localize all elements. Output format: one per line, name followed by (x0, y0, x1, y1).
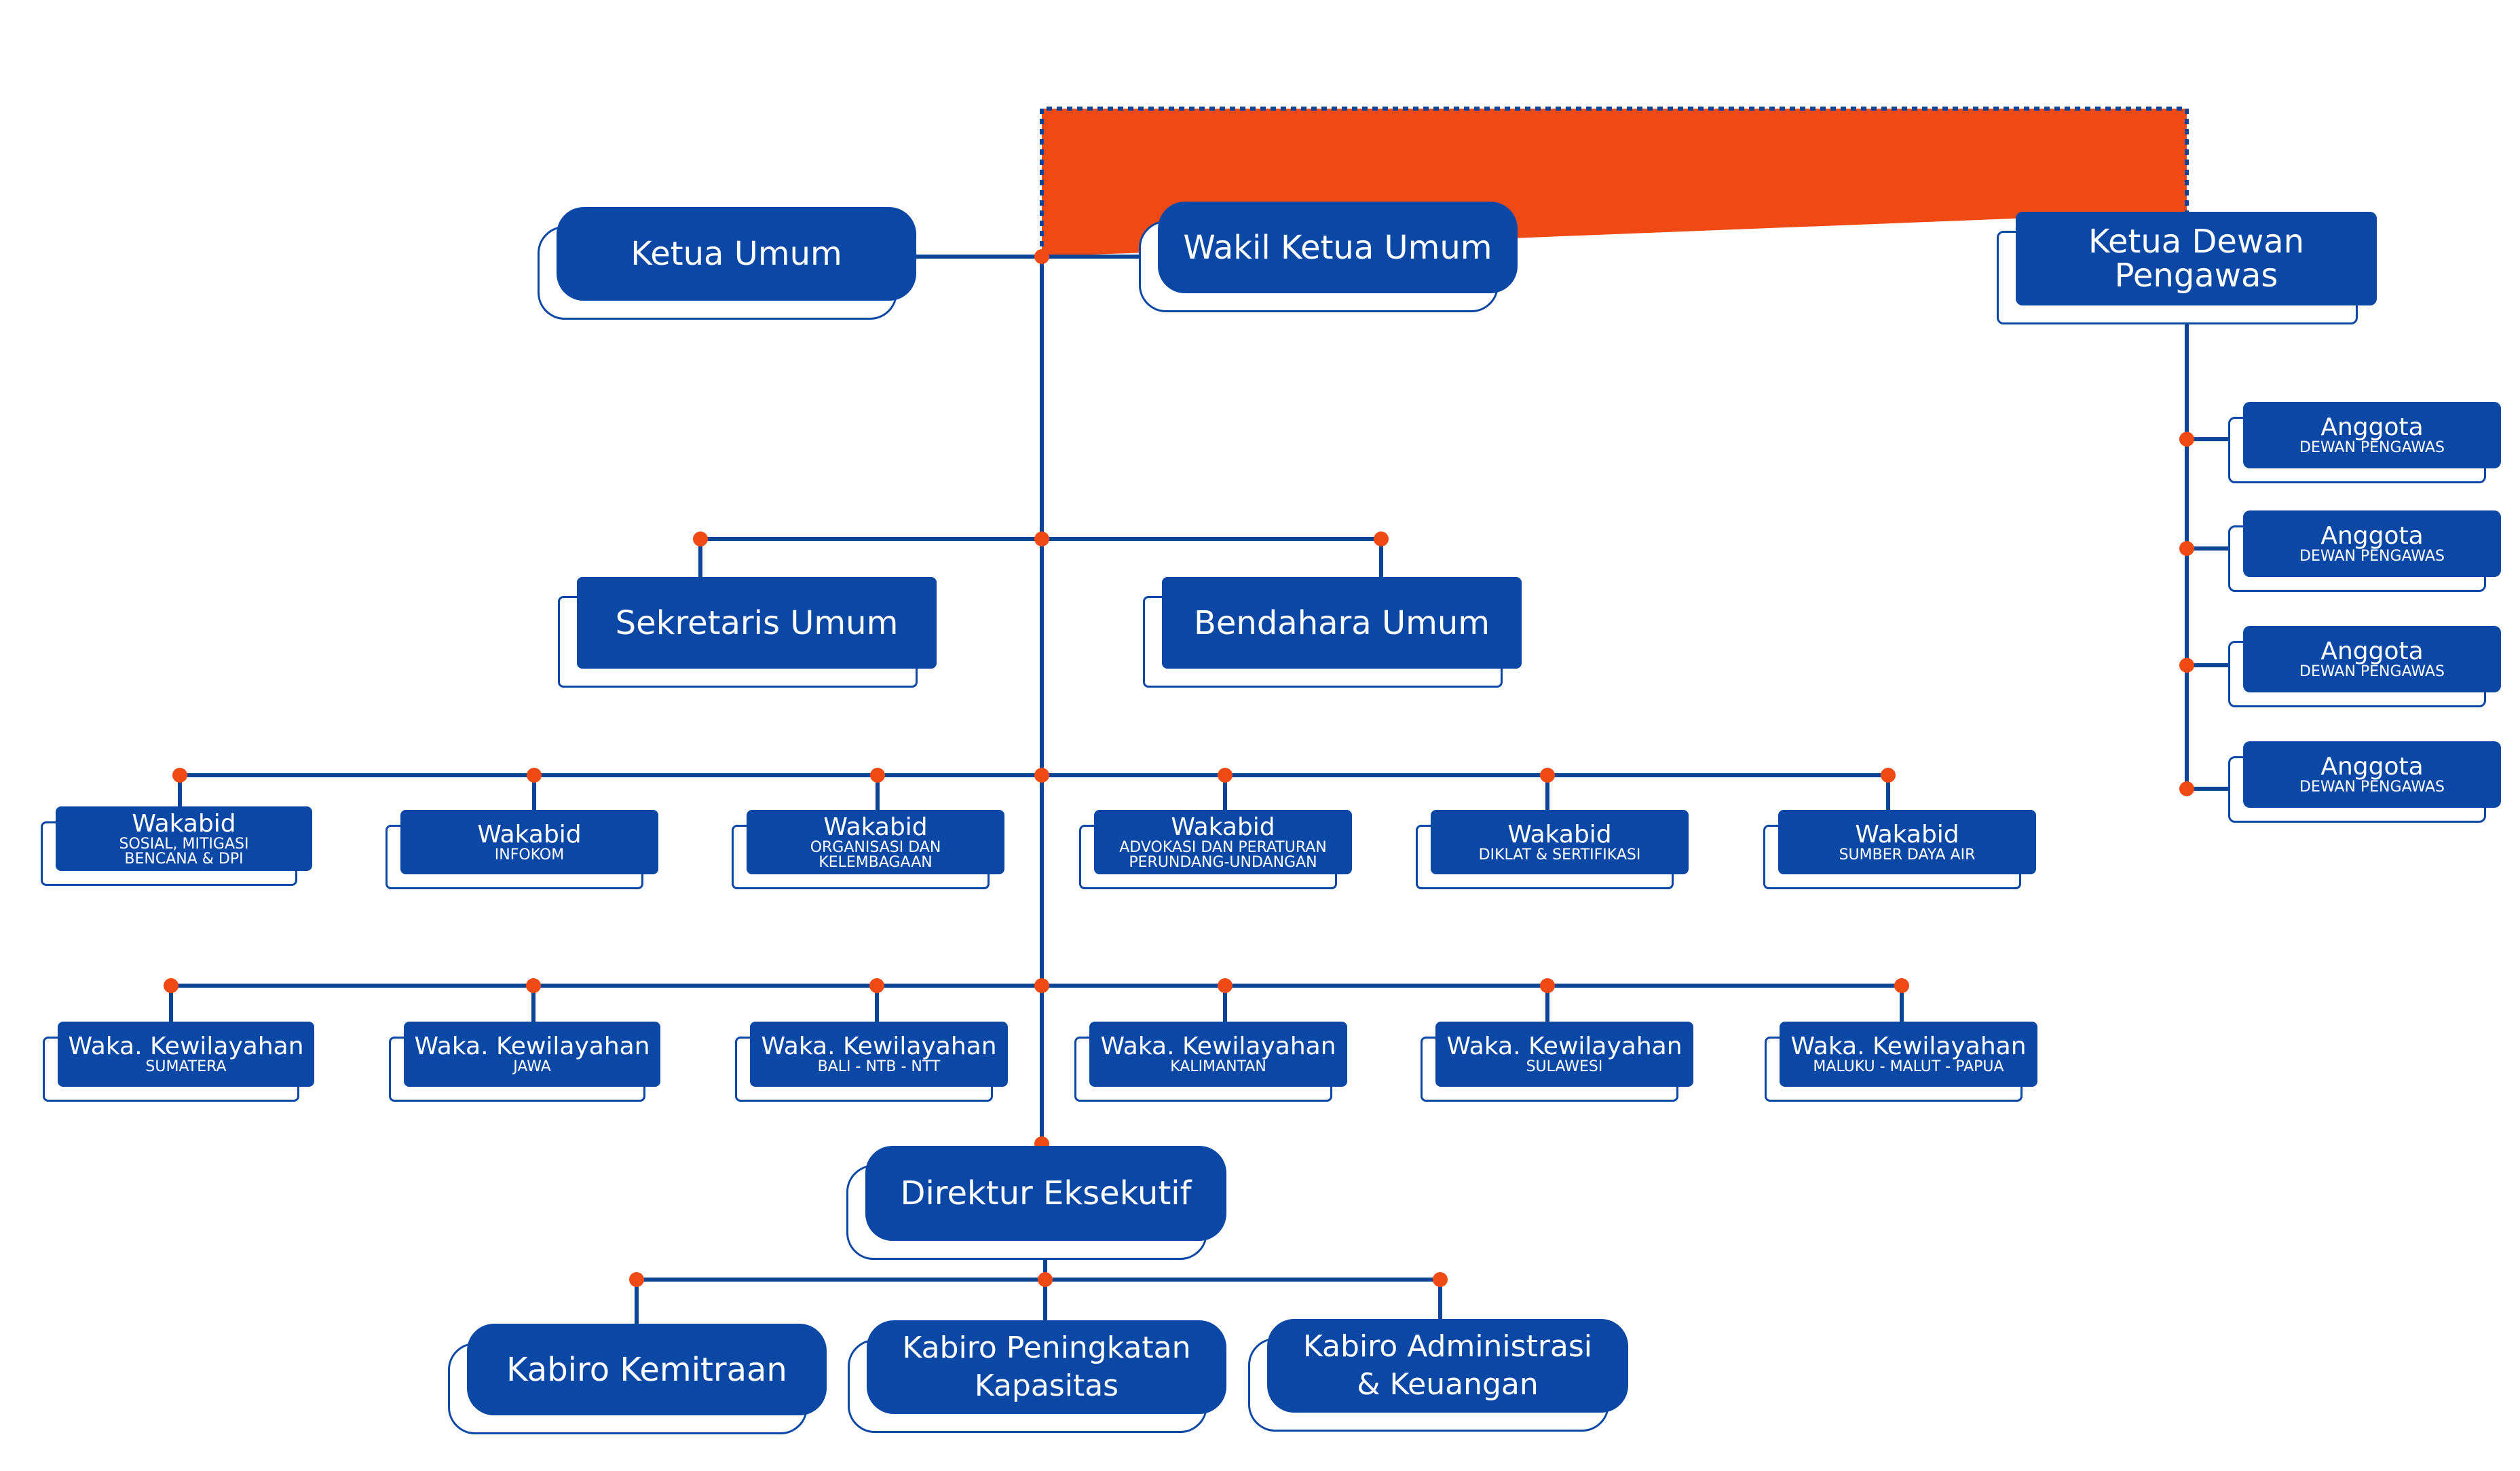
junction-dot (1038, 1272, 1053, 1287)
junction-dot (164, 978, 178, 993)
junction-dot (1433, 1272, 1448, 1287)
wakabid-node-1[interactable]: Wakabid SOSIAL, MITIGASI BENCANA & DPI (41, 806, 312, 886)
kabiro-administrasi-line-2: & Keuangan (1357, 1367, 1539, 1402)
kabiro-kemitraan-node[interactable]: Kabiro Kemitraan (448, 1324, 827, 1434)
junction-dot (1034, 249, 1049, 264)
sekretaris-umum-node[interactable]: Sekretaris Umum (558, 577, 937, 688)
ketua-umum-node[interactable]: Ketua Umum (538, 207, 916, 320)
ketua-umum-label: Ketua Umum (631, 235, 842, 273)
junction-dot (869, 978, 884, 993)
junction-dot (629, 1272, 644, 1287)
waka-kewilayahan-node-5[interactable]: Waka. Kewilayahan SULAWESI (1421, 1022, 1693, 1102)
junction-dot (2179, 432, 2194, 447)
direktur-eksekutif-label: Direktur Eksekutif (900, 1174, 1192, 1212)
wakabid-title: Wakabid (1171, 813, 1275, 841)
kabiro-administrasi-keuangan-node[interactable]: Kabiro Administrasi & Keuangan (1248, 1319, 1628, 1432)
wakabid-title: Wakabid (1855, 820, 1959, 849)
junction-dot (1218, 978, 1233, 993)
junction-dot (1881, 768, 1896, 783)
waka-kewilayahan-node-3[interactable]: Waka. Kewilayahan BALI - NTB - NTT (735, 1022, 1008, 1102)
kabiro-kemitraan-label: Kabiro Kemitraan (506, 1350, 787, 1389)
wakabid-subtitle: SOSIAL, MITIGASI (119, 835, 249, 853)
waka-kewilayahan-node-4[interactable]: Waka. Kewilayahan KALIMANTAN (1074, 1022, 1347, 1102)
waka-title: Waka. Kewilayahan (1790, 1032, 2027, 1060)
junction-dot (1218, 768, 1233, 783)
junction-dot (2179, 781, 2194, 796)
junction-dot (1374, 532, 1389, 546)
anggota-dewan-node-2[interactable]: Anggota DEWAN PENGAWAS (2228, 510, 2501, 592)
wakabid-node-3[interactable]: Wakabid ORGANISASI DAN KELEMBAGAAN (732, 810, 1004, 889)
anggota-title: Anggota (2320, 413, 2424, 441)
anggota-dewan-node-4[interactable]: Anggota DEWAN PENGAWAS (2228, 741, 2501, 823)
ketua-dewan-pengawas-line-1: Ketua Dewan (2088, 223, 2305, 261)
wakabid-subtitle: SUMBER DAYA AIR (1839, 846, 1976, 863)
wakabid-node-5[interactable]: Wakabid DIKLAT & SERTIFIKASI (1416, 810, 1689, 889)
waka-subtitle: KALIMANTAN (1170, 1058, 1266, 1075)
waka-subtitle: JAWA (513, 1058, 551, 1075)
ketua-dewan-pengawas-line-2: Pengawas (2114, 257, 2278, 295)
wakabid-node-6[interactable]: Wakabid SUMBER DAYA AIR (1763, 810, 2036, 889)
junction-dot (1034, 768, 1049, 783)
sekretaris-umum-label: Sekretaris Umum (615, 603, 899, 642)
waka-subtitle: SUMATERA (145, 1058, 227, 1075)
wakabid-subtitle: INFOKOM (494, 846, 565, 863)
junction-dot (1034, 978, 1049, 993)
wakabid-subtitle: ADVOKASI DAN PERATURAN (1119, 838, 1327, 856)
anggota-subtitle: DEWAN PENGAWAS (2299, 663, 2445, 680)
junction-dot (1894, 978, 1909, 993)
wakabid-subtitle: DIKLAT & SERTIFIKASI (1478, 846, 1641, 863)
waka-kewilayahan-node-6[interactable]: Waka. Kewilayahan MALUKU - MALUT - PAPUA (1765, 1022, 2037, 1102)
wakabid-subtitle: KELEMBAGAAN (819, 853, 933, 871)
anggota-subtitle: DEWAN PENGAWAS (2299, 439, 2445, 456)
waka-kewilayahan-node-1[interactable]: Waka. Kewilayahan SUMATERA (43, 1022, 314, 1102)
junction-dot (1540, 978, 1555, 993)
wakabid-title: Wakabid (1507, 820, 1612, 849)
waka-kewilayahan-node-2[interactable]: Waka. Kewilayahan JAWA (389, 1022, 660, 1102)
wakabid-node-4[interactable]: Wakabid ADVOKASI DAN PERATURAN PERUNDANG… (1079, 810, 1352, 889)
junction-dot (2179, 541, 2194, 556)
junction-dot (1540, 768, 1555, 783)
ketua-dewan-pengawas-node[interactable]: Ketua Dewan Pengawas (1997, 212, 2377, 324)
kabiro-peningkatan-line-2: Kapasitas (974, 1368, 1119, 1403)
waka-title: Waka. Kewilayahan (68, 1032, 304, 1060)
kabiro-peningkatan-line-1: Kabiro Peningkatan (902, 1330, 1191, 1365)
anggota-subtitle: DEWAN PENGAWAS (2299, 779, 2445, 796)
waka-subtitle: SULAWESI (1526, 1058, 1603, 1075)
bendahara-umum-label: Bendahara Umum (1193, 603, 1490, 642)
junction-dot (172, 768, 187, 783)
bendahara-umum-node[interactable]: Bendahara Umum (1143, 577, 1522, 688)
wakabid-subtitle: BENCANA & DPI (124, 850, 244, 868)
wakabid-subtitle: PERUNDANG-UNDANGAN (1129, 853, 1317, 871)
junction-dot (870, 768, 885, 783)
anggota-title: Anggota (2320, 637, 2424, 665)
anggota-title: Anggota (2320, 522, 2424, 550)
wakil-ketua-umum-node[interactable]: Wakil Ketua Umum (1139, 202, 1518, 312)
waka-title: Waka. Kewilayahan (1446, 1032, 1682, 1060)
wakabid-title: Wakabid (132, 809, 236, 838)
kabiro-peningkatan-kapasitas-node[interactable]: Kabiro Peningkatan Kapasitas (848, 1320, 1226, 1433)
junction-dot (2179, 658, 2194, 673)
waka-title: Waka. Kewilayahan (1100, 1032, 1336, 1060)
waka-subtitle: BALI - NTB - NTT (817, 1058, 941, 1075)
junction-dot (526, 978, 541, 993)
waka-title: Waka. Kewilayahan (414, 1032, 650, 1060)
wakabid-subtitle: ORGANISASI DAN (810, 838, 941, 856)
direktur-eksekutif-node[interactable]: Direktur Eksekutif (846, 1146, 1226, 1260)
waka-title: Waka. Kewilayahan (761, 1032, 997, 1060)
wakil-ketua-umum-label: Wakil Ketua Umum (1183, 228, 1492, 267)
junction-dot (1034, 532, 1049, 546)
kabiro-administrasi-line-1: Kabiro Administrasi (1302, 1329, 1593, 1364)
wakabid-node-2[interactable]: Wakabid INFOKOM (385, 810, 658, 889)
anggota-dewan-node-3[interactable]: Anggota DEWAN PENGAWAS (2228, 626, 2501, 707)
anggota-dewan-node-1[interactable]: Anggota DEWAN PENGAWAS (2228, 402, 2501, 483)
junction-dot (527, 768, 542, 783)
waka-subtitle: MALUKU - MALUT - PAPUA (1813, 1058, 2004, 1075)
anggota-subtitle: DEWAN PENGAWAS (2299, 548, 2445, 565)
wakabid-title: Wakabid (823, 813, 928, 841)
anggota-title: Anggota (2320, 753, 2424, 781)
wakabid-title: Wakabid (477, 820, 582, 849)
junction-dot (693, 532, 708, 546)
